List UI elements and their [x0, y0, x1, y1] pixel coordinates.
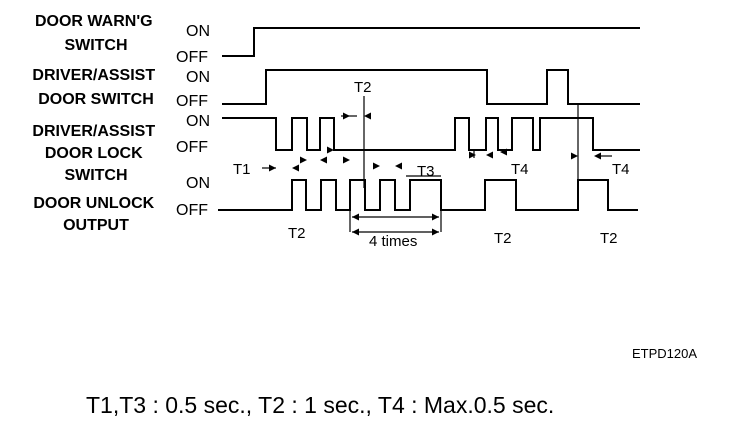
- timing-label-t2-bottom-first: T2: [288, 225, 306, 242]
- state-on-door-switch: ON: [186, 69, 210, 86]
- waveform-door-switch: [222, 69, 640, 105]
- figure-code: ETPD120A: [632, 346, 697, 361]
- signal-label-door-switch-line2: DOOR SWITCH: [38, 91, 154, 108]
- state-on-door-lock-switch: ON: [186, 113, 210, 130]
- timing-label-t2-bottom-third: T2: [600, 230, 618, 247]
- state-off-door-warning: OFF: [176, 49, 208, 66]
- timing-label-t3: T3: [417, 163, 435, 180]
- signal-label-door-switch-line1: DRIVER/ASSIST: [32, 67, 155, 84]
- timing-label-t1: T1: [233, 161, 251, 178]
- signal-label-door-lock-switch: DRIVER/ASSIST DOOR LOCK SWITCH: [32, 123, 159, 184]
- state-on-door-warning: ON: [186, 23, 210, 40]
- timing-label-t2-top: T2: [354, 79, 372, 96]
- signal-label-door-warning-line1: DOOR WARN'G: [35, 13, 153, 30]
- timing-label-t4-second: T4: [612, 161, 630, 178]
- timing-label-t2-bottom-second: T2: [494, 230, 512, 247]
- signal-label-door-lock-switch-line2: DOOR LOCK: [45, 145, 143, 162]
- signal-label-unlock-output-line2: OUTPUT: [63, 217, 129, 234]
- state-off-door-switch: OFF: [176, 93, 208, 110]
- state-off-unlock-output: OFF: [176, 202, 208, 219]
- signal-label-door-warning: DOOR WARN'G SWITCH: [35, 13, 157, 54]
- timing-footnote: T1,T3 : 0.5 sec., T2 : 1 sec., T4 : Max.…: [86, 392, 554, 418]
- state-off-door-lock-switch: OFF: [176, 139, 208, 156]
- signal-label-unlock-output-line1: DOOR UNLOCK: [33, 195, 154, 212]
- signal-label-unlock-output: DOOR UNLOCK OUTPUT: [33, 195, 158, 234]
- state-on-unlock-output: ON: [186, 175, 210, 192]
- signal-label-door-lock-switch-line1: DRIVER/ASSIST: [32, 123, 155, 140]
- signal-label-door-switch: DRIVER/ASSIST DOOR SWITCH: [32, 67, 159, 108]
- signal-label-door-warning-line2: SWITCH: [64, 37, 127, 54]
- waveform-door-warning: [222, 27, 640, 57]
- repeat-count-label: 4 times: [369, 233, 417, 250]
- signal-label-door-lock-switch-line3: SWITCH: [64, 167, 127, 184]
- waveform-unlock-output: [218, 179, 638, 211]
- waveform-door-lock-switch: [222, 117, 640, 151]
- timing-label-t4-first: T4: [511, 161, 529, 178]
